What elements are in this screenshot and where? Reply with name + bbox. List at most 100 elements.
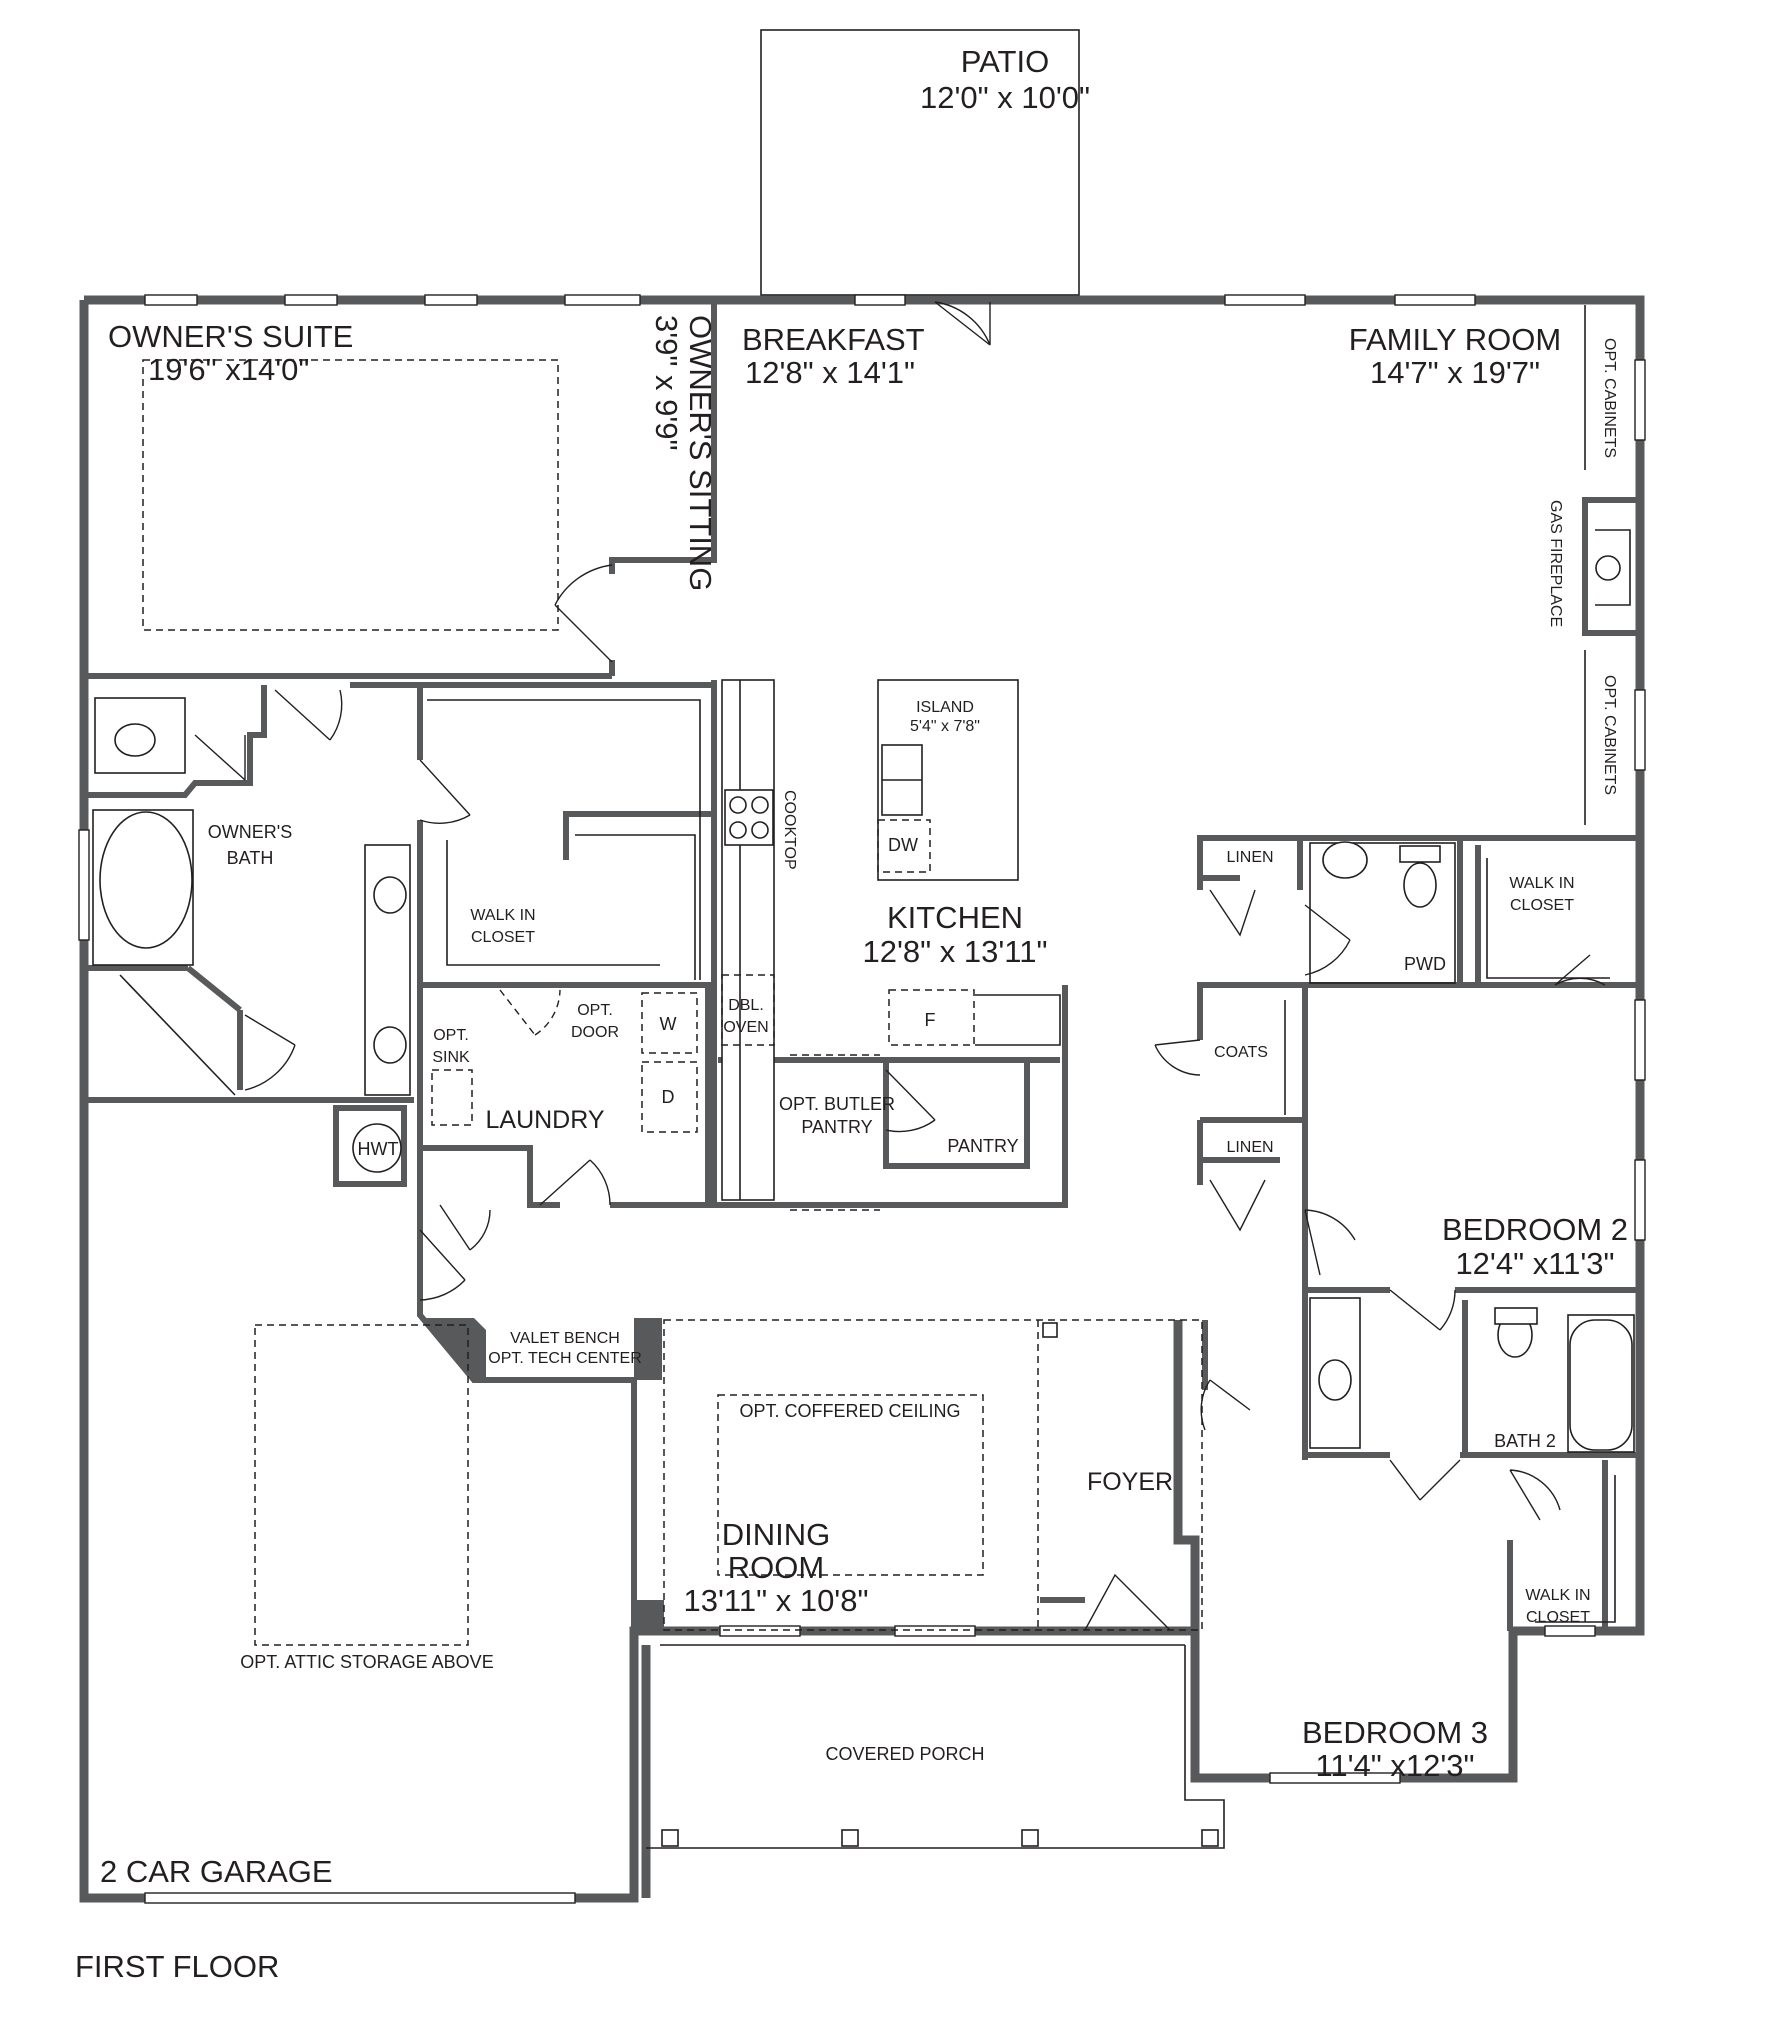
dining-line1: DINING: [722, 1517, 831, 1552]
pwd-room: [1309, 842, 1456, 984]
vanity: [364, 844, 411, 1096]
wall-wc: [84, 685, 267, 798]
pwd-toilet: [1403, 862, 1437, 908]
wall-closet-stub: [563, 811, 714, 860]
foyer-label: FOYER: [1087, 1468, 1173, 1496]
interior-walls: [84, 302, 1643, 1898]
wic-pwd-line1: WALK IN: [1509, 875, 1574, 892]
kitchen-size: 12'8" x 13'11": [863, 934, 1048, 969]
porch-post: [661, 1829, 679, 1847]
bath2-tub: [1569, 1319, 1633, 1451]
window: [719, 1625, 801, 1637]
mud-door: [439, 1204, 491, 1251]
closet-door-r: [1554, 954, 1606, 986]
attic-outline: [254, 1324, 469, 1646]
window: [78, 829, 90, 941]
labels: PATIO 12'0" x 10'0" OWNER'S SUITE 19'6" …: [75, 44, 1628, 1984]
tech-center-fill: [634, 1318, 662, 1380]
closet-rod: [575, 834, 696, 980]
laundry-label: LAUNDRY: [485, 1106, 604, 1134]
window: [144, 294, 198, 306]
pantry-label: PANTRY: [947, 1136, 1018, 1156]
bedroom2-label: BEDROOM 2: [1442, 1212, 1628, 1247]
wic-pwd-line2: CLOSET: [1510, 897, 1574, 914]
porch-outline: [646, 1645, 1225, 1849]
bath-door: [274, 689, 343, 741]
porch-post: [1021, 1829, 1039, 1847]
window: [424, 294, 478, 306]
dryer-label: D: [662, 1087, 675, 1107]
wall-linen-top: [1197, 835, 1478, 890]
closet-rod: [1486, 858, 1610, 979]
shower-floor: [119, 974, 236, 1096]
garage-door-entry: [419, 1229, 466, 1301]
vanity-sink: [373, 1026, 407, 1064]
window: [854, 294, 906, 306]
owners-sitting-label: OWNER'S SITTING: [683, 315, 718, 591]
pwd-tank: [1399, 845, 1441, 863]
exterior-wall-main: [84, 295, 1645, 1783]
wc-door: [194, 734, 246, 781]
fireplace-box: [1582, 497, 1643, 636]
pwd-label: PWD: [1404, 954, 1446, 974]
covered-porch-label: COVERED PORCH: [825, 1744, 984, 1764]
exterior-wall-left: [79, 300, 1195, 1903]
owners-suite-size: 19'6" x14'0": [148, 352, 309, 387]
valet-line1: VALET BENCH: [510, 1330, 620, 1347]
fridge-outline: [888, 989, 975, 1046]
opt-laundry-door: [499, 989, 561, 1036]
coats-door: [1154, 1039, 1201, 1076]
linen-top-label: LINEN: [1226, 849, 1273, 866]
butler-line2: PANTRY: [801, 1117, 872, 1137]
wic-bed3-line2: CLOSET: [1526, 1609, 1590, 1626]
counter-right: [975, 994, 1061, 1046]
wic-door: [1509, 1469, 1561, 1521]
patio-size: 12'0" x 10'0": [920, 80, 1090, 115]
dryer-outline: [641, 1061, 698, 1133]
owners-suite-label: OWNER'S SUITE: [108, 319, 353, 354]
kitchen-label: KITCHEN: [887, 900, 1023, 935]
attic-label: OPT. ATTIC STORAGE ABOVE: [240, 1652, 493, 1672]
wic-owner-line1: WALK IN: [470, 907, 535, 924]
hwt-label: HWT: [358, 1139, 399, 1159]
coffered-outline: [717, 1394, 984, 1576]
opt-door-line1: OPT.: [577, 1002, 613, 1019]
window: [1224, 294, 1306, 306]
fridge-label: F: [925, 1010, 936, 1030]
wall-shower-diag: [186, 965, 242, 1013]
oven-outline: [721, 974, 775, 1046]
family-room-label: FAMILY ROOM: [1349, 322, 1561, 357]
suite-door: [554, 564, 613, 663]
fireplace-grate: [1595, 555, 1621, 581]
front-door: [1084, 1573, 1171, 1631]
fireplace-hearth: [1595, 529, 1631, 606]
toilet-area: [94, 697, 186, 774]
closet-rod: [427, 699, 701, 980]
wic-bed3-line1: WALK IN: [1525, 1587, 1590, 1604]
doors: [194, 301, 1606, 1631]
burner: [751, 796, 769, 814]
dashed-outlines: [142, 359, 1203, 1646]
bath2-door-bottom: [1389, 1459, 1461, 1501]
laundry-door: [539, 1159, 611, 1206]
burner: [729, 821, 747, 839]
tub: [99, 811, 193, 949]
bath2-tank: [1494, 1307, 1538, 1325]
window: [1634, 359, 1646, 441]
linen-bottom-label: LINEN: [1226, 1139, 1273, 1156]
bedroom3-size: 11'4" x12'3": [1315, 1748, 1474, 1783]
bed3-door: [1200, 1379, 1251, 1431]
patio-outline: [760, 29, 1080, 296]
water-heater: [352, 1123, 402, 1173]
dining-column: [634, 1600, 664, 1631]
closet-rod: [446, 840, 660, 966]
closet-door: [419, 759, 471, 824]
bath2-vanity: [1309, 1297, 1361, 1449]
porch-post: [841, 1829, 859, 1847]
wall-mudroom: [420, 1145, 560, 1208]
burner: [751, 821, 769, 839]
window: [564, 294, 641, 306]
bedroom2-size: 12'4" x11'3": [1455, 1246, 1614, 1281]
patio-door: [934, 301, 991, 346]
